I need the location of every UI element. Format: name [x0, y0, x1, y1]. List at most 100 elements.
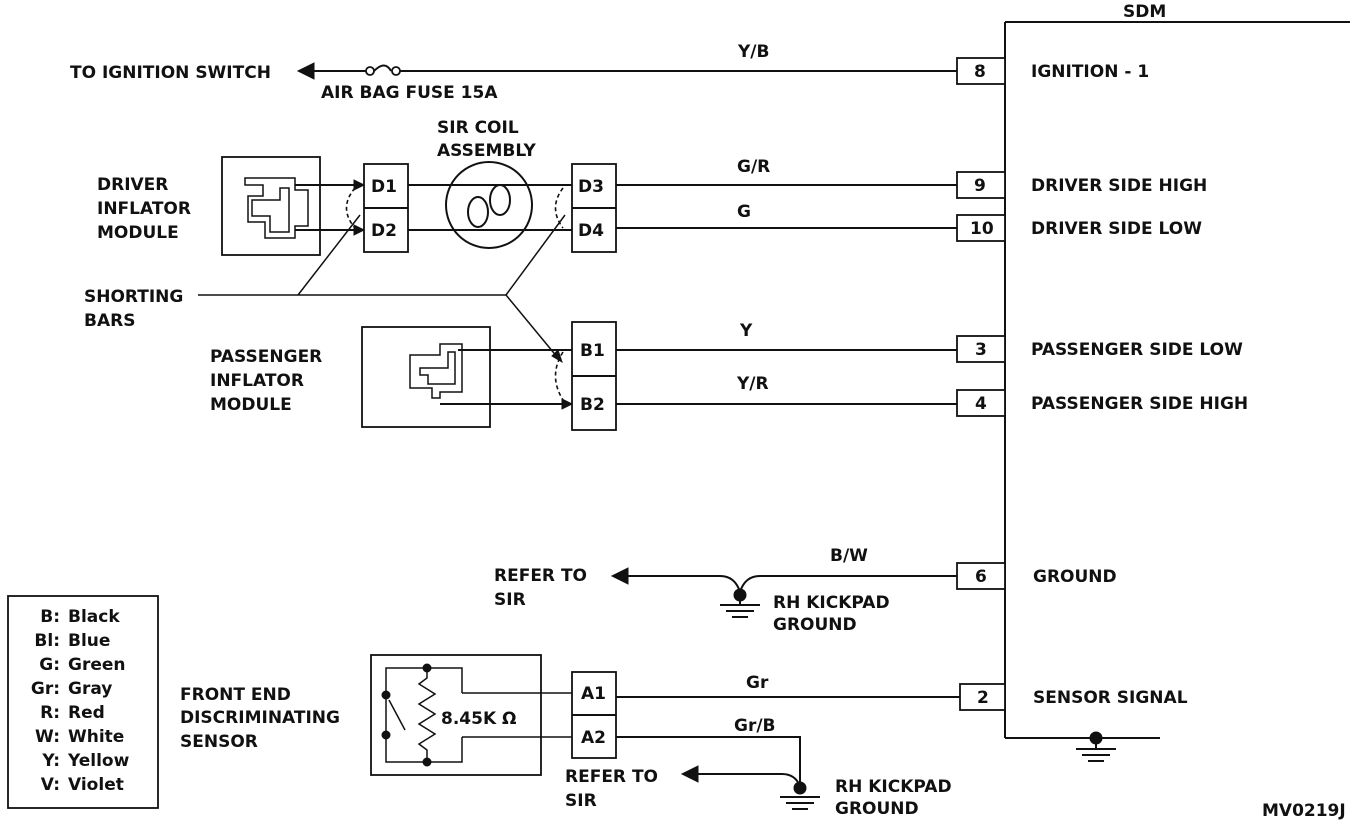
- legend-color: Violet: [68, 775, 124, 795]
- sdm-title: SDM: [1123, 2, 1166, 22]
- kickpad-label-1b: RH KICKPAD: [835, 777, 952, 797]
- legend-code: Gr:: [31, 679, 60, 699]
- sensor-wires: Gr Gr/B REFER TO SIR RH KICKPAD GROUND: [565, 673, 960, 819]
- legend-color: Blue: [68, 631, 110, 651]
- resistor-value: 8.45K Ω: [441, 709, 517, 729]
- legend-code: B:: [40, 607, 60, 627]
- terminal-label: IGNITION - 1: [1031, 62, 1149, 82]
- passenger-module-label-3: MODULE: [210, 395, 292, 415]
- wire-color-ground: B/W: [830, 546, 868, 566]
- pin-d2: D2: [371, 221, 397, 241]
- refer-to-label-1b: REFER TO: [565, 767, 658, 787]
- wire-color-pass-low: Y: [739, 321, 753, 341]
- connector-a1-a2: A1 A2: [571, 671, 617, 759]
- sdm-ground-symbol: [1076, 731, 1116, 762]
- legend-code: G:: [39, 655, 60, 675]
- passenger-module-label-2: INFLATOR: [210, 371, 304, 391]
- legend-code: Bl:: [34, 631, 60, 651]
- pin-number: 6: [975, 567, 987, 587]
- terminal-label: DRIVER SIDE HIGH: [1031, 176, 1207, 196]
- terminal-label: PASSENGER SIDE LOW: [1031, 340, 1243, 360]
- pin-number: 2: [977, 688, 989, 708]
- driver-module-label-1: DRIVER: [97, 175, 168, 195]
- shorting-bars-label-1: SHORTING: [84, 287, 183, 307]
- pin-number: 9: [974, 176, 986, 196]
- sir-coil-label-1: SIR COIL: [437, 118, 519, 138]
- legend-code: V:: [41, 775, 60, 795]
- pin-d4: D4: [578, 221, 604, 241]
- ignition-circuit: TO IGNITION SWITCH AIR BAG FUSE 15A Y/B: [70, 42, 957, 103]
- passenger-module-label-1: PASSENGER: [210, 347, 322, 367]
- terminal-label: SENSOR SIGNAL: [1033, 688, 1188, 708]
- legend-color: Gray: [68, 679, 112, 699]
- pin-number: 10: [970, 219, 994, 239]
- sensor-label-3: SENSOR: [180, 732, 258, 752]
- pin-number: 4: [975, 394, 987, 414]
- legend-code: R:: [40, 703, 60, 723]
- sdm-terminal-2: 2 SENSOR SIGNAL: [959, 683, 1188, 711]
- pin-b2: B2: [580, 395, 605, 415]
- shorting-bars-label-2: BARS: [84, 311, 135, 331]
- wire-color-driver-high: G/R: [737, 157, 770, 177]
- driver-inflator-module: DRIVER INFLATOR MODULE: [97, 156, 366, 256]
- driver-module-label-3: MODULE: [97, 223, 179, 243]
- refer-to-label-2: SIR: [494, 590, 526, 610]
- sir-coil-assembly: SIR COIL ASSEMBLY: [408, 118, 572, 249]
- sdm-terminal-6: 6 GROUND: [956, 562, 1117, 590]
- sdm-terminal-4: 4 PASSENGER SIDE HIGH: [956, 389, 1248, 417]
- terminal-label: GROUND: [1033, 567, 1117, 587]
- terminal-label: DRIVER SIDE LOW: [1031, 219, 1202, 239]
- passenger-inflator-module: PASSENGER INFLATOR MODULE: [210, 326, 574, 428]
- driver-module-label-2: INFLATOR: [97, 199, 191, 219]
- arrow-left-icon: [680, 765, 699, 783]
- sdm-terminal-8: 8 IGNITION - 1: [956, 57, 1149, 85]
- arrow-left-icon: [296, 62, 315, 80]
- driver-wires: G/R G: [616, 157, 957, 229]
- arrow-left-icon: [610, 567, 629, 585]
- to-ignition-label: TO IGNITION SWITCH: [70, 63, 271, 83]
- wire-color-sensor-signal: Gr: [746, 673, 769, 693]
- pin-d3: D3: [578, 177, 604, 197]
- shorting-bars-callout: SHORTING BARS: [84, 214, 566, 364]
- connector-d3-d4: D3 D4: [554, 163, 617, 253]
- color-legend: B: Black Bl: Blue G: Green Gr: Gray R: R…: [7, 595, 159, 809]
- ground-circuit: B/W REFER TO SIR RH KICKPAD GROUND: [494, 546, 957, 635]
- wire-color-sensor-ground: Gr/B: [734, 716, 776, 736]
- ground-icon: [793, 781, 807, 795]
- pin-d1: D1: [371, 177, 397, 197]
- legend-code: W:: [35, 727, 60, 747]
- sdm-module: SDM: [1004, 2, 1350, 762]
- refer-to-label-1: REFER TO: [494, 566, 587, 586]
- pin-b1: B1: [580, 341, 605, 361]
- refer-to-label-2b: SIR: [565, 791, 597, 811]
- pin-number: 8: [974, 62, 986, 82]
- connector-d1-d2: D1 D2: [345, 163, 409, 253]
- kickpad-label-2: GROUND: [773, 615, 857, 635]
- sdm-terminal-10: 10 DRIVER SIDE LOW: [956, 214, 1202, 242]
- sensor-label-2: DISCRIMINATING: [180, 708, 340, 728]
- figure-id: MV0219J: [1262, 801, 1346, 821]
- sdm-terminal-9: 9 DRIVER SIDE HIGH: [956, 171, 1207, 199]
- pin-a1: A1: [581, 684, 606, 704]
- fuse-label: AIR BAG FUSE 15A: [321, 83, 498, 103]
- coil-icon: [445, 161, 533, 249]
- fuse-icon: [365, 66, 375, 76]
- sensor-label-1: FRONT END: [180, 685, 291, 705]
- front-end-sensor: 8.45K Ω FRONT END DISCRIMINATING SENSOR: [180, 654, 572, 776]
- wire-color-driver-low: G: [737, 202, 751, 222]
- legend-color: White: [68, 727, 124, 747]
- legend-color: Red: [68, 703, 105, 723]
- legend-color: Yellow: [67, 751, 130, 771]
- connector-b1-b2: B1 B2: [554, 321, 617, 431]
- terminal-label: PASSENGER SIDE HIGH: [1031, 394, 1248, 414]
- legend-code: Y:: [41, 751, 60, 771]
- passenger-wires: Y Y/R: [616, 321, 957, 405]
- sir-coil-label-2: ASSEMBLY: [437, 141, 537, 161]
- wire-color-pass-high: Y/R: [736, 374, 769, 394]
- wire-color-ignition: Y/B: [737, 42, 769, 62]
- legend-color: Green: [68, 655, 126, 675]
- sdm-terminal-3: 3 PASSENGER SIDE LOW: [956, 335, 1243, 363]
- pin-a2: A2: [581, 728, 606, 748]
- legend-color: Black: [68, 607, 120, 627]
